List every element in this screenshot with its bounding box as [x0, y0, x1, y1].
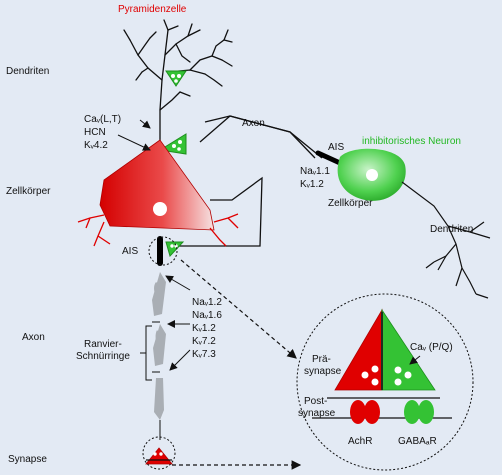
interneuron-soma	[337, 148, 406, 201]
channel-kv12-inter: Kᵥ1.2	[300, 179, 324, 190]
channel-kv73: Kᵥ7.3	[192, 349, 216, 360]
label-axon-collateral: Axon	[242, 118, 265, 129]
nodes-of-ranvier	[152, 321, 161, 440]
inset-prae-1: Prä-	[312, 354, 331, 365]
pyramidal-ais	[148, 236, 185, 266]
pyramidal-soma	[99, 139, 215, 231]
channel-kv42: Kᵥ4.2	[84, 140, 108, 151]
channel-hcn: HCN	[84, 127, 106, 138]
label-zellkoerper: Zellkörper	[6, 186, 51, 197]
dendritic-synapse-top	[165, 70, 187, 87]
interneuron-ais	[315, 150, 343, 166]
label-ranvier-1: Ranvier-	[84, 339, 122, 350]
label-synapse: Synapse	[8, 454, 47, 465]
channel-arrows	[117, 119, 191, 371]
channel-nav11: Naᵥ1.1	[300, 166, 330, 177]
basal-dendrites	[77, 213, 239, 247]
channel-cav: Caᵥ(L,T)	[84, 114, 121, 125]
inset-post-1: Post-	[304, 396, 327, 407]
label-dendriten-inter: Dendriten	[430, 224, 473, 235]
ranvier-bracket	[140, 325, 152, 381]
myelin-segments	[152, 272, 166, 420]
label-dendriten: Dendriten	[6, 66, 49, 77]
inset-prae-2: synapse	[304, 366, 342, 377]
inset-gaba: GABAₐR	[398, 436, 437, 447]
label-ais-interneuron: AIS	[328, 142, 344, 153]
inset-cav: Caᵥ (P/Q)	[410, 342, 453, 353]
zoom-arrows	[172, 259, 302, 470]
interneuron-axon	[229, 115, 323, 159]
title-label: Pyramidenzelle	[118, 4, 187, 15]
label-axon: Axon	[22, 332, 45, 343]
label-ais-pyramidal: AIS	[122, 246, 138, 257]
synapse-inset	[296, 293, 474, 471]
channel-nav12: Naᵥ1.2	[192, 297, 222, 308]
inset-achr: AchR	[348, 436, 372, 447]
terminal-synapse	[142, 436, 176, 470]
label-interneuron: inhibitorisches Neuron	[362, 136, 461, 147]
label-zellkoerper-inter: Zellkörper	[328, 198, 373, 209]
interneuron-dendrites	[401, 181, 491, 299]
channel-kv12: Kᵥ1.2	[192, 323, 216, 334]
channel-kv72: Kᵥ7.2	[192, 336, 216, 347]
inset-post-2: synapse	[298, 408, 336, 419]
label-ranvier-2: Schnürringe	[76, 351, 130, 362]
channel-nav16: Naᵥ1.6	[192, 310, 222, 321]
